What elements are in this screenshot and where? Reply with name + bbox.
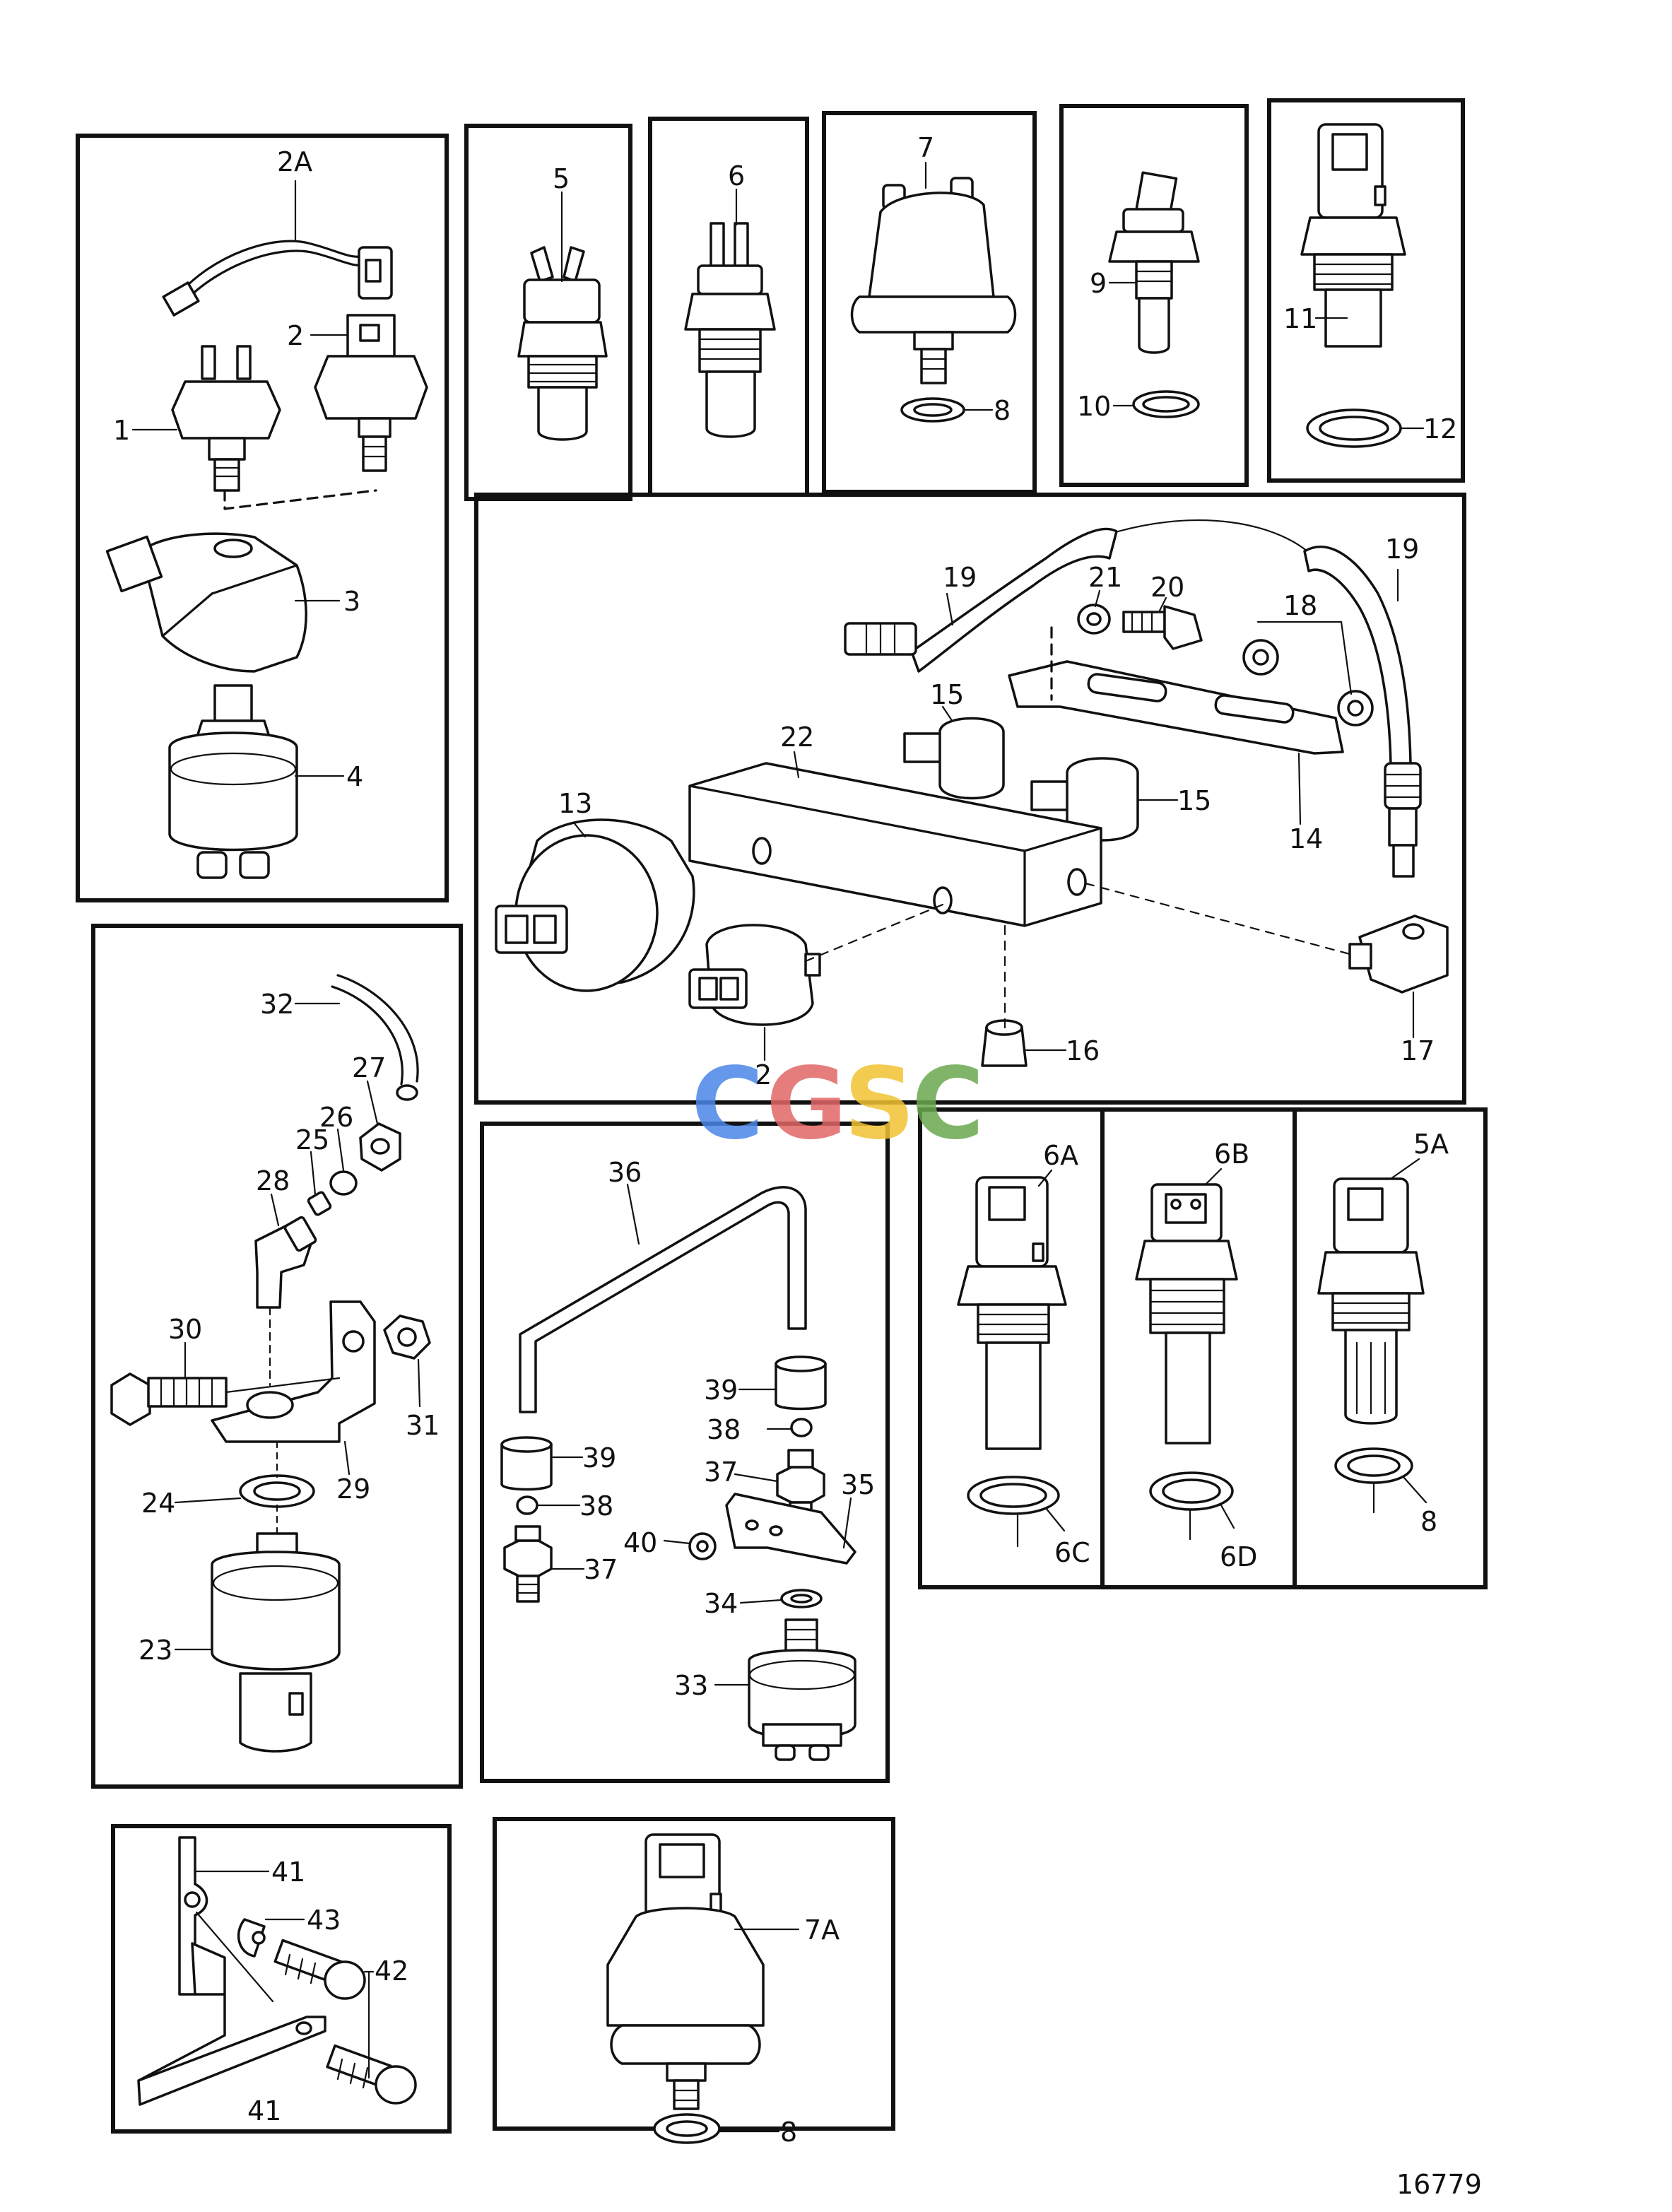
watermark-letter-g: G — [766, 1047, 847, 1162]
label-34: 34 — [704, 1588, 738, 1619]
label-11: 11 — [1283, 303, 1317, 334]
label-29: 29 — [336, 1473, 370, 1505]
label-2A: 2A — [277, 146, 312, 177]
label-39b: 39 — [582, 1442, 616, 1473]
panel-oil-pressure-senders: 2A 2 1 3 4 — [105, 146, 428, 879]
label-13: 13 — [558, 788, 592, 819]
panel-temp-sender-6: 6 — [684, 160, 776, 438]
label-19b: 19 — [1385, 534, 1419, 565]
label-2b: 2 — [755, 1059, 772, 1090]
label-6B: 6B — [1214, 1139, 1249, 1170]
label-37a: 37 — [704, 1457, 738, 1488]
label-8c: 8 — [780, 2117, 797, 2148]
watermark-letter-s: S — [844, 1047, 915, 1162]
label-5: 5 — [553, 163, 570, 194]
label-37b: 37 — [584, 1554, 618, 1585]
label-22: 22 — [780, 722, 814, 753]
panel-pressure-sender-7: 7 8 — [850, 132, 1017, 426]
label-16: 16 — [1066, 1035, 1100, 1066]
label-3: 3 — [343, 586, 360, 617]
label-17: 17 — [1401, 1035, 1435, 1066]
label-30: 30 — [168, 1314, 202, 1345]
label-26: 26 — [319, 1102, 353, 1133]
label-19a: 19 — [943, 562, 977, 593]
label-2: 2 — [287, 320, 304, 351]
label-12: 12 — [1423, 413, 1457, 445]
label-21: 21 — [1088, 562, 1122, 593]
label-8a: 8 — [994, 395, 1011, 426]
panel-distribution-block: 19 21 20 18 19 15 15 22 13 14 2 16 17 — [495, 519, 1449, 1090]
label-18: 18 — [1283, 590, 1317, 621]
label-6D: 6D — [1220, 1541, 1257, 1572]
label-6: 6 — [728, 160, 745, 192]
label-41a: 41 — [271, 1857, 305, 1888]
label-33: 33 — [674, 1670, 708, 1701]
panel-borders — [76, 98, 1488, 2134]
panel-temp-sender-11: 11 12 — [1283, 123, 1457, 448]
label-35: 35 — [841, 1469, 875, 1500]
label-1: 1 — [113, 415, 130, 446]
label-14: 14 — [1289, 823, 1323, 854]
panel-brackets-41: 41 43 42 41 — [137, 1836, 417, 2126]
label-7A: 7A — [804, 1914, 840, 1946]
label-38a: 38 — [707, 1414, 741, 1445]
label-42: 42 — [375, 1955, 408, 1987]
label-40: 40 — [623, 1527, 657, 1558]
label-7: 7 — [917, 132, 934, 163]
watermark-letter-c1: C — [691, 1047, 764, 1162]
label-10: 10 — [1077, 391, 1111, 422]
label-9: 9 — [1090, 268, 1107, 299]
label-20: 20 — [1150, 572, 1184, 603]
panel-temp-senders-6A-6B-5A: 6A 6B 5A 6C 6D 8 — [957, 1129, 1449, 1572]
panel-pressure-sender-7A: 7A 8 — [606, 1833, 840, 2148]
label-41b: 41 — [247, 2095, 281, 2126]
label-6A: 6A — [1043, 1140, 1078, 1171]
label-15b: 15 — [1177, 785, 1211, 816]
label-28: 28 — [256, 1165, 290, 1196]
drawing-number: 16779 — [1396, 2169, 1482, 2200]
label-25: 25 — [295, 1124, 329, 1155]
label-32: 32 — [260, 989, 294, 1020]
watermark-letter-c2: C — [912, 1047, 984, 1162]
label-4: 4 — [346, 761, 363, 792]
panel-temp-sender-5: 5 — [517, 163, 608, 441]
panel-temp-sender-9: 9 10 — [1077, 171, 1200, 422]
label-31: 31 — [406, 1410, 440, 1441]
label-8b: 8 — [1420, 1506, 1437, 1537]
label-27: 27 — [352, 1052, 386, 1083]
label-36: 36 — [608, 1157, 642, 1188]
label-15a: 15 — [930, 679, 964, 710]
label-6C: 6C — [1054, 1537, 1090, 1568]
panel-pressure-sender-33: 36 39 38 37 35 39 38 40 37 34 33 — [500, 1157, 875, 1761]
label-23: 23 — [139, 1635, 172, 1666]
label-39a: 39 — [704, 1375, 738, 1406]
label-43: 43 — [307, 1905, 341, 1936]
label-5A: 5A — [1413, 1129, 1449, 1160]
panel-pressure-sender-23: 32 27 26 25 28 30 31 29 24 23 — [110, 974, 440, 1753]
label-24: 24 — [141, 1488, 175, 1519]
label-38b: 38 — [579, 1490, 613, 1522]
watermark-logo: C G S C — [691, 1047, 984, 1162]
